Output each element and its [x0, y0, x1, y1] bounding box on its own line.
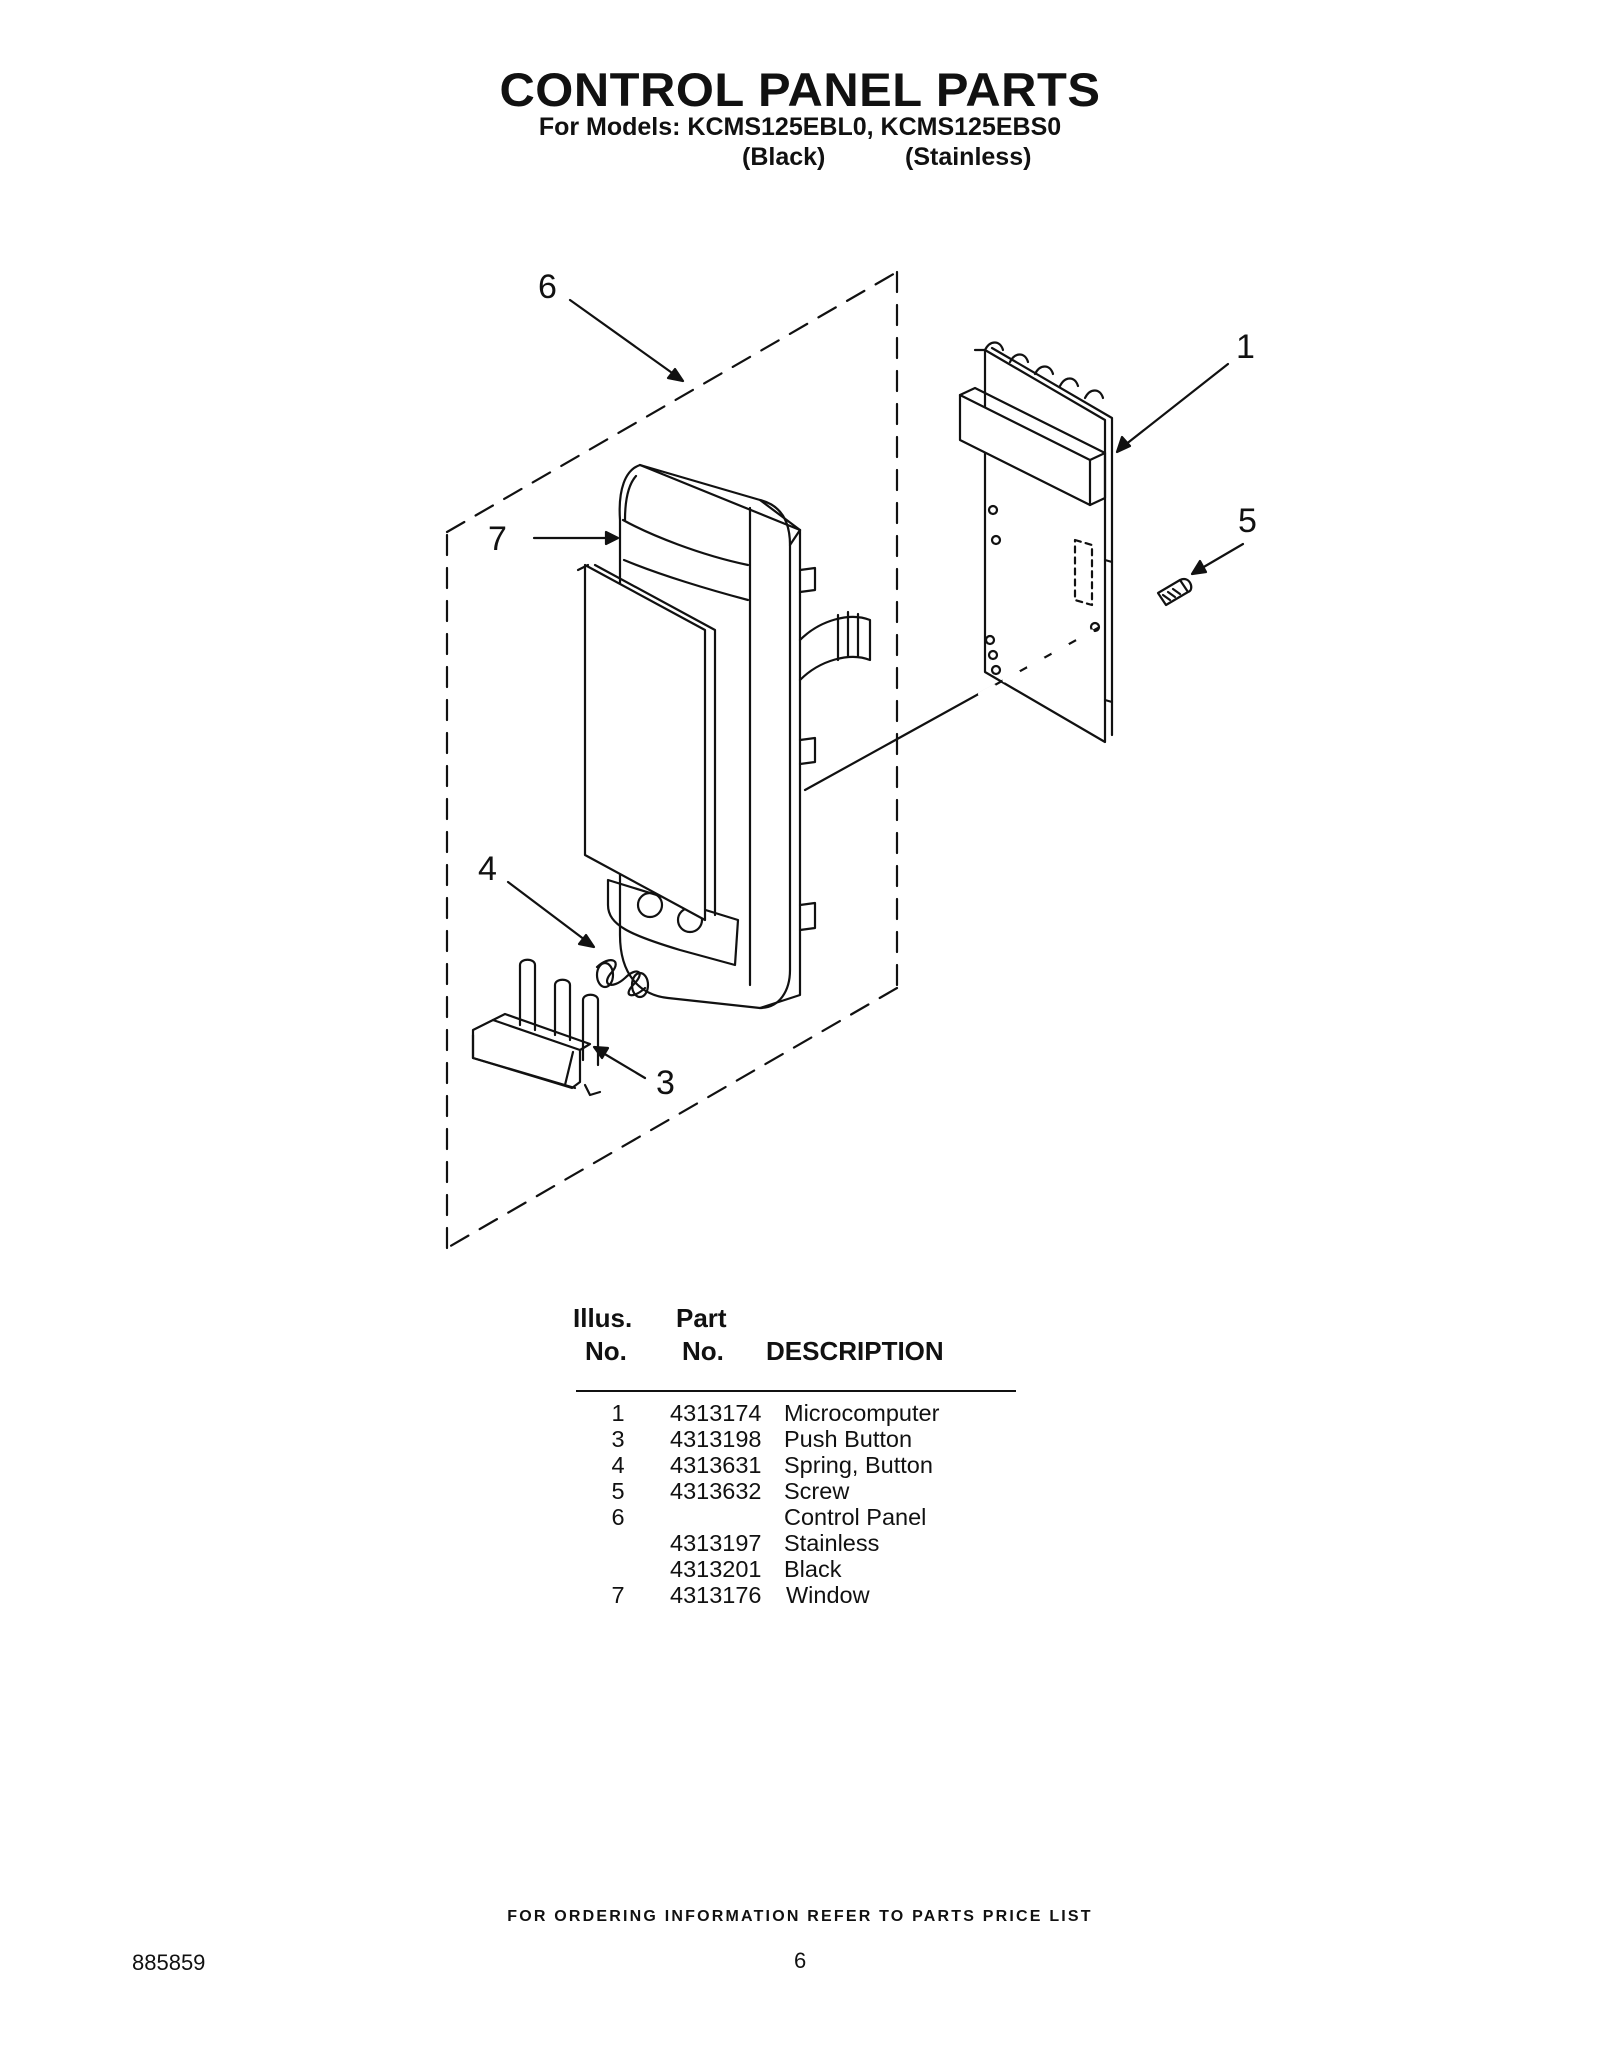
description: Microcomputer — [784, 1400, 940, 1426]
exploded-parts-diagram — [445, 270, 1245, 1250]
page-number: 6 — [794, 1948, 807, 1973]
header-part-top: Part — [676, 1303, 727, 1333]
description: Window — [786, 1582, 870, 1608]
table-row: 4313201 Black — [0, 1556, 1600, 1583]
part-no: 4313176 — [670, 1582, 762, 1608]
screw-part — [1156, 577, 1193, 607]
part-no: 4313174 — [670, 1400, 762, 1426]
header-rule — [576, 1390, 1016, 1392]
table-row: 1 4313174 Microcomputer — [0, 1400, 1600, 1427]
part-no: 4313197 — [670, 1530, 762, 1556]
header-illus-top: Illus. — [573, 1303, 633, 1333]
description: Stainless — [784, 1530, 880, 1556]
table-row: 5 4313632 Screw — [0, 1478, 1600, 1505]
part-no: 4313632 — [670, 1478, 762, 1504]
callout-5: 5 — [1238, 502, 1257, 540]
description: Spring, Button — [784, 1452, 933, 1478]
description: Black — [784, 1556, 842, 1582]
spring-part — [595, 959, 650, 999]
description: Control Panel — [784, 1504, 927, 1530]
callout-6: 6 — [538, 268, 557, 306]
illus-no: 1 — [611, 1400, 625, 1426]
table-row: 4313197 Stainless — [0, 1530, 1600, 1557]
ordering-note: FOR ORDERING INFORMATION REFER TO PARTS … — [507, 1908, 1093, 1925]
table-row: 3 4313198 Push Button — [0, 1426, 1600, 1453]
illus-no: 7 — [611, 1582, 625, 1608]
callout-1: 1 — [1236, 328, 1255, 366]
part-no: 4313198 — [670, 1426, 762, 1452]
header-description: DESCRIPTION — [766, 1336, 944, 1366]
push-button-part — [471, 958, 602, 1097]
description: Screw — [784, 1478, 850, 1504]
table-row: 6 Control Panel — [0, 1504, 1600, 1531]
finish-stainless-label: (Stainless) — [905, 143, 1032, 171]
finish-black-label: (Black) — [742, 143, 826, 171]
page-title: CONTROL PANEL PARTS — [499, 63, 1101, 116]
document-number: 885859 — [132, 1950, 206, 1975]
illus-no: 3 — [611, 1426, 625, 1452]
description: Push Button — [784, 1426, 913, 1452]
illus-no: 6 — [611, 1504, 625, 1530]
callout-4: 4 — [478, 850, 497, 888]
header-part-bottom: No. — [682, 1336, 724, 1366]
leader-arrows — [506, 298, 1245, 1080]
window-part — [576, 563, 717, 922]
illus-no: 5 — [611, 1478, 625, 1504]
alignment-line — [803, 626, 1100, 792]
part-no: 4313631 — [670, 1452, 762, 1478]
control-panel-boundary — [445, 270, 899, 1250]
illus-no: 4 — [611, 1452, 625, 1478]
microcomputer-board — [958, 341, 1114, 744]
part-no: 4313201 — [670, 1556, 762, 1582]
callout-7: 7 — [488, 520, 507, 558]
table-row: 7 4313176 Window — [0, 1582, 1600, 1609]
models-subtitle: For Models: KCMS125EBL0, KCMS125EBS0 — [538, 113, 1062, 141]
callout-3: 3 — [656, 1064, 675, 1102]
table-row: 4 4313631 Spring, Button — [0, 1452, 1600, 1479]
header-illus-bottom: No. — [585, 1336, 627, 1366]
